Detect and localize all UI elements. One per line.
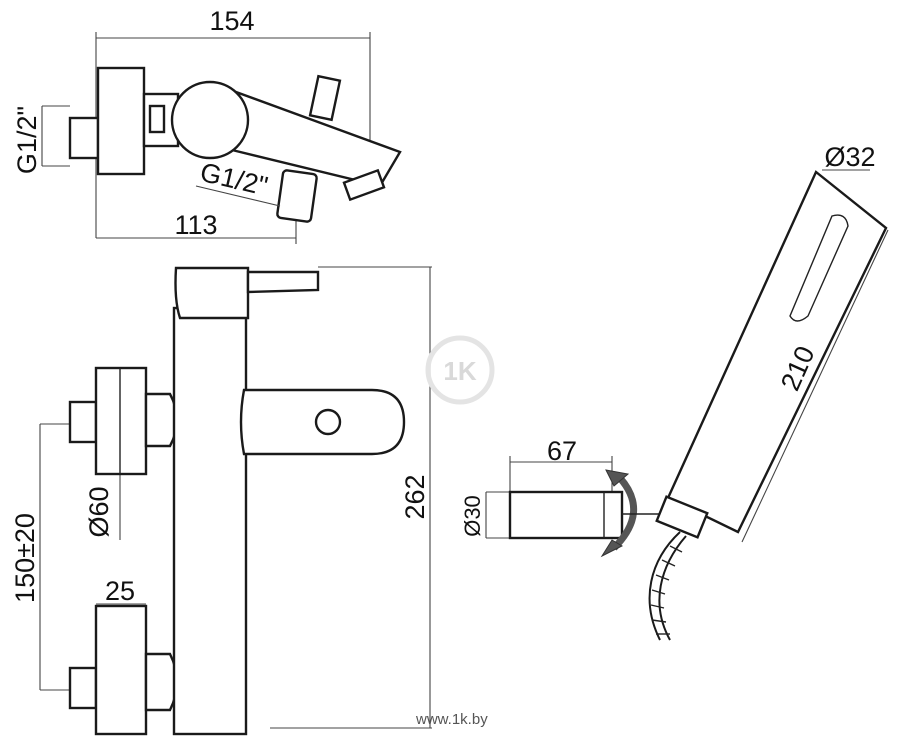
shower-hose [648,531,681,641]
handshower-diameter-label: Ø32 [824,142,875,172]
eccentric-spacing-label: 150±20 [10,513,40,603]
holder-length-label: 67 [547,436,577,466]
hose-ribs [650,545,683,635]
shower-outlet-top [276,169,318,223]
watermark-logo: 1K [443,356,476,386]
aerator-top [342,168,386,202]
lower-connector [144,652,179,712]
lever-front [246,270,320,294]
mixer-body-top [170,80,250,160]
mixer-body-front [172,306,248,736]
top-width-label: 154 [209,6,254,36]
flange-diameter-label: Ø60 [84,486,114,537]
wall-flange-top [96,66,146,176]
watermark: 1K www.1k.by [415,335,495,728]
connector-width-label: 25 [105,576,135,606]
lower-flange [94,604,148,736]
upper-flange [94,366,148,476]
diverter-knob [314,408,342,436]
height-label: 262 [400,474,430,519]
watermark-logo-ring [425,335,495,405]
handshower-body [666,170,888,534]
rotation-arrow [611,475,637,551]
handshower-nut [655,495,709,539]
top-offset-label: 113 [174,210,217,240]
handshower-view: 67 Ø30 Ø32 210 [460,142,889,641]
rotation-arrow-head-top [605,469,630,487]
upper-nipple [68,400,98,444]
mixer-cap-front [174,266,250,320]
lower-nipple [68,666,98,710]
connector-inner [148,104,166,134]
upper-connector [144,392,179,448]
top-view: 154 113 G1/2" G1/2" [12,6,402,244]
lever-top [308,74,342,122]
holder-diameter-label: Ø30 [460,495,485,537]
inlet-nipple [68,116,100,160]
handshower-face [789,214,849,322]
rotation-arrow-head-bottom [600,539,624,558]
front-view: 150±20 Ø60 25 262 [10,266,432,736]
watermark-site: www.1k.by [415,711,488,728]
shower-holder [508,490,624,540]
thread-left-label: G1/2" [12,106,42,174]
